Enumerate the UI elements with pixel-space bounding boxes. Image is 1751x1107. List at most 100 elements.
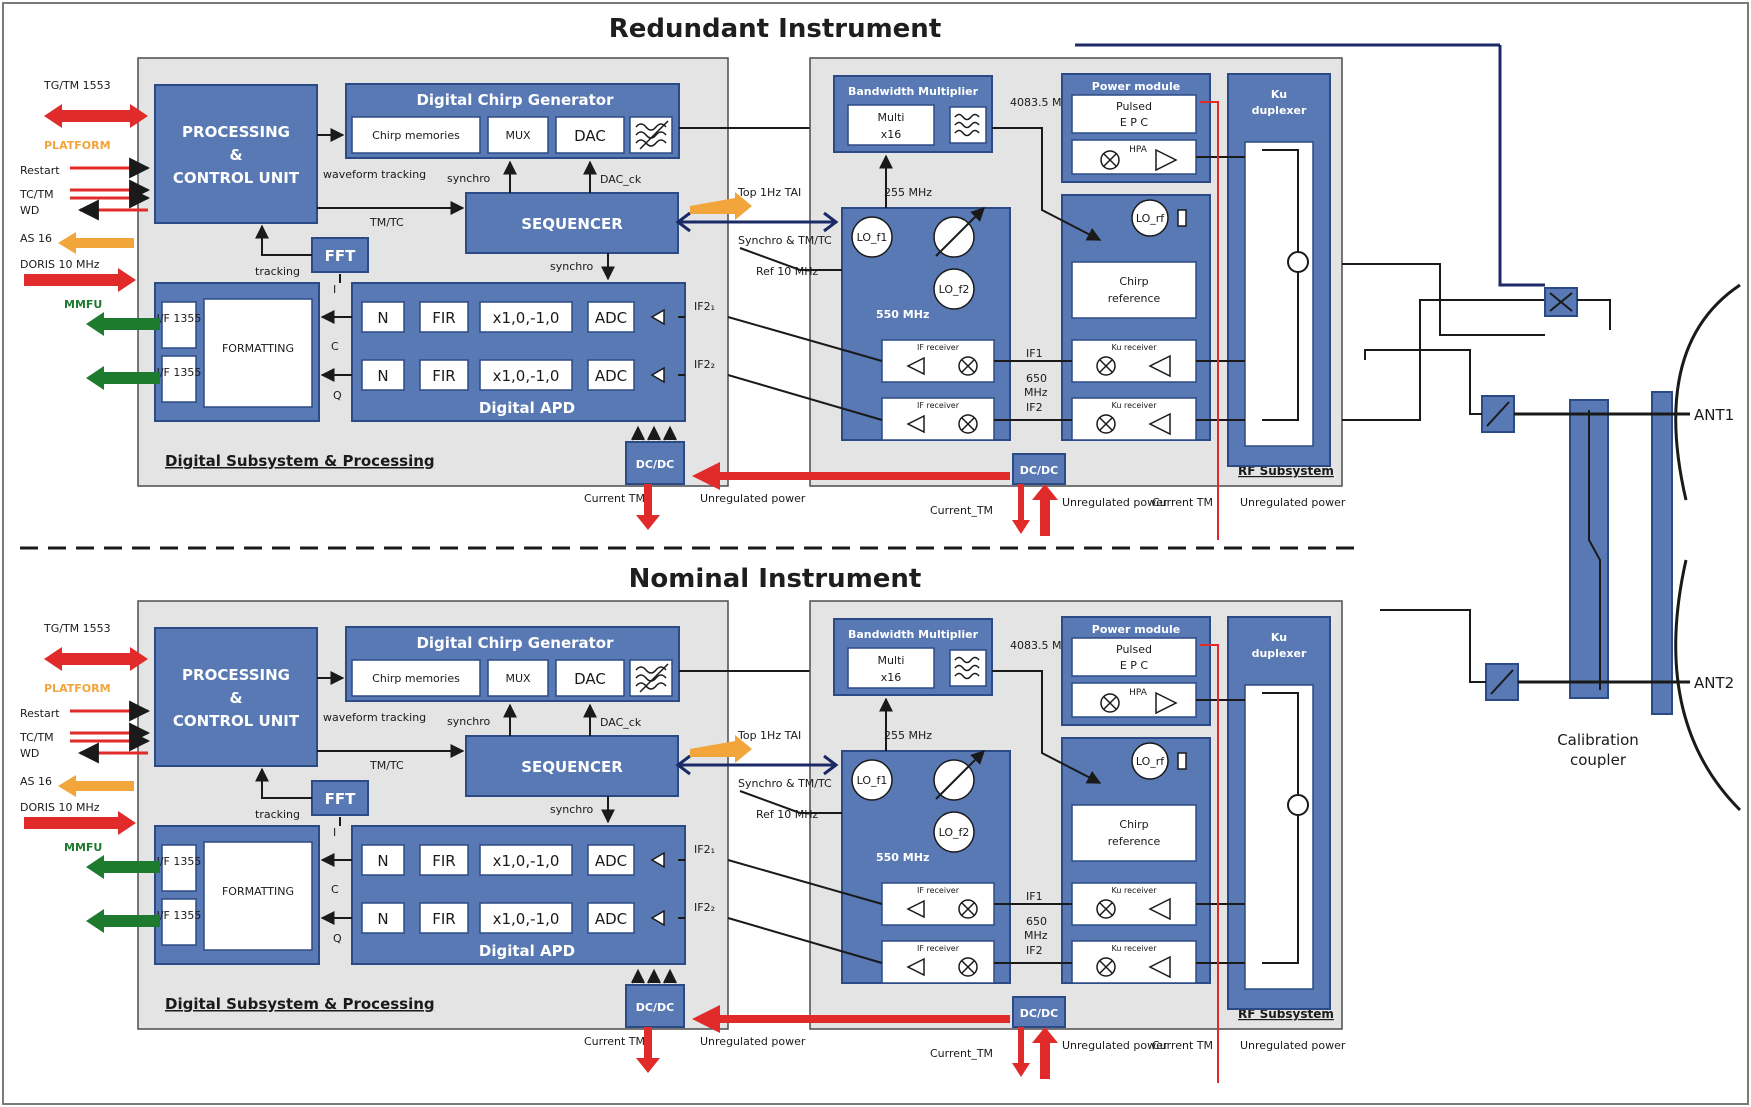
ku-amplifier-icon-1	[1148, 897, 1171, 921]
n-box-1	[361, 301, 405, 333]
duplexer-path-top	[1262, 692, 1299, 795]
ku-receiver-box-1	[1071, 882, 1197, 926]
pulsed-epc-label-2: E P C	[1120, 659, 1149, 672]
fft-label: FFT	[325, 790, 356, 808]
chirp-memories-label: Chirp memories	[372, 129, 460, 142]
tmtc-label: TM/TC	[369, 216, 404, 229]
duplexer-path-top	[1262, 149, 1299, 252]
if2-1-label: IF2₁	[694, 843, 715, 856]
doris-arrow	[24, 811, 136, 835]
digital-subsystem-label: Digital Subsystem & Processing	[165, 452, 435, 470]
lo-rf-crystal-icon	[1177, 209, 1187, 227]
mult-box-2	[479, 902, 573, 934]
fft-to-pcu-arrow	[255, 767, 312, 799]
bwm-to-chirp-arrow	[992, 670, 1102, 784]
unregulated-power-arrow	[692, 1005, 1010, 1033]
tracking-label: tracking	[255, 808, 300, 821]
sequencer	[465, 192, 679, 254]
formatting-box	[203, 841, 313, 951]
ku-duplexer-label-2: duplexer	[1252, 647, 1307, 660]
adc-label-2: ADC	[595, 910, 627, 928]
chirp-reference-box	[1071, 804, 1197, 862]
mult-label-2: x1,0,-1,0	[493, 910, 560, 928]
ku-receiver-label-2: Ku receiver	[1112, 944, 1158, 953]
dac-label: DAC	[574, 127, 606, 145]
dcdc-inputs-icon	[631, 425, 677, 441]
f650-label-b: MHz	[1024, 386, 1048, 399]
waveform-label: waveform tracking	[323, 711, 426, 724]
ant1-switch-feed-line	[1364, 349, 1482, 415]
hpa-mixer-cross-icon	[1103, 153, 1117, 167]
chirp-ref-label-2: reference	[1108, 292, 1161, 305]
filter-slash-icon	[639, 120, 669, 150]
if1355-label-1: I/F 1355	[157, 312, 202, 325]
ku-mixer-cross-icon-1	[1099, 359, 1113, 373]
if1355-box-2	[161, 355, 197, 403]
top1hz-label: Top 1Hz TAI	[737, 729, 801, 742]
adc-box-1	[587, 844, 635, 876]
circulator-icon	[1287, 794, 1309, 816]
c-label: C	[331, 883, 339, 896]
fir-label-2: FIR	[432, 910, 455, 928]
chirp-ref-label-2: reference	[1108, 835, 1161, 848]
if1355-box-1	[161, 301, 197, 349]
adc-label-2: ADC	[595, 367, 627, 385]
if-receiver-label-2: IF receiver	[917, 401, 960, 410]
lo-rf-oscillator	[1131, 199, 1169, 237]
nominal-instrument-body: Digital Subsystem & Processing PROCESSIN…	[19, 600, 1346, 1083]
fir-box-1	[419, 844, 469, 876]
tctm-label: TC/TM	[19, 188, 54, 201]
multi-label-1: Multi	[878, 111, 905, 124]
mmfu-arrow-2	[86, 909, 160, 933]
platform-label: PLATFORM	[44, 682, 111, 695]
amplifier-icon-2	[906, 414, 925, 434]
formatting-box	[203, 298, 313, 408]
synchro-label-1: synchro	[447, 172, 491, 185]
fir-label-1: FIR	[432, 852, 455, 870]
ku-duplexer-label-2: duplexer	[1252, 104, 1307, 117]
dac-label: DAC	[574, 670, 606, 688]
pulsed-epc-box	[1071, 94, 1197, 134]
if1355-box-1	[161, 844, 197, 892]
calibration-label-1: Calibration	[1557, 731, 1639, 749]
mult-box-1	[479, 301, 573, 333]
fir-box-2	[419, 359, 469, 391]
doris-label: DORIS 10 MHz	[20, 801, 100, 814]
hpa-mixer-cross-icon	[1103, 696, 1117, 710]
formatting-label: FORMATTING	[222, 885, 294, 898]
q-label: Q	[333, 932, 342, 945]
adc-input-icon	[650, 308, 665, 384]
ant1-reflector	[1674, 283, 1741, 501]
if-receiver-label-1: IF receiver	[917, 886, 960, 895]
dcdc-rf	[1012, 996, 1066, 1028]
top1hz-arrow	[690, 192, 752, 220]
instrument-body: Digital Subsystem & Processing PROCESSIN…	[19, 57, 1346, 540]
mixer-cross-icon-2	[961, 417, 975, 431]
title-redundant: Redundant Instrument	[609, 14, 942, 44]
redundant-instrument: Digital Subsystem & Processing PROCESSIN…	[19, 57, 1346, 540]
pcu-label-2: &	[229, 146, 242, 164]
lo-f2-oscillator	[933, 268, 975, 310]
fir-box-2	[419, 902, 469, 934]
multi-box	[847, 104, 935, 146]
power-module-label: Power module	[1092, 80, 1180, 93]
switch-to-cal-line	[1577, 299, 1611, 330]
unreg-power-rf2-label: Unregulated power	[1240, 1039, 1346, 1052]
dac-box	[555, 659, 625, 697]
dcg-label: Digital Chirp Generator	[416, 634, 614, 652]
power-module-feed-line	[1200, 644, 1219, 1083]
unregulated-power-arrow	[692, 462, 1010, 490]
synchro-label-1: synchro	[447, 715, 491, 728]
lo-tune-arrow-icon	[935, 207, 985, 257]
dcdc-digital	[625, 441, 685, 485]
pulsed-epc-label-1: Pulsed	[1116, 100, 1152, 113]
tctm-label: TC/TM	[19, 731, 54, 744]
digital-apd-label: Digital APD	[479, 942, 575, 960]
ku-mixer-cross-icon-2	[1099, 960, 1113, 974]
bwm-filter-icon	[949, 649, 987, 687]
mixer-cross-icon	[961, 902, 975, 916]
if1355-box-2	[161, 898, 197, 946]
if-receiver-2-line	[727, 374, 883, 421]
ant2-switch-icon	[1490, 669, 1514, 695]
ant2-reflector	[1674, 559, 1742, 812]
